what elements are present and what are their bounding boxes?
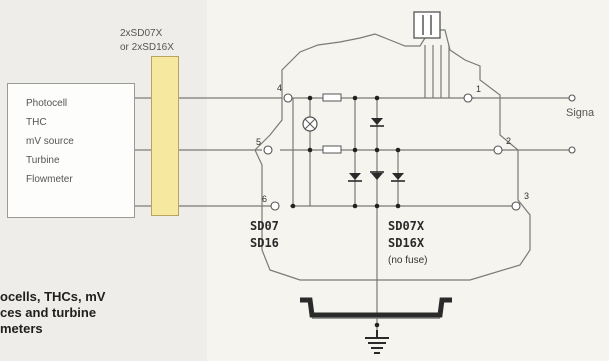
terminal-5 bbox=[263, 145, 273, 155]
terminal-3 bbox=[511, 201, 521, 211]
source-photocell: Photocell bbox=[26, 98, 68, 109]
source-turbine: Turbine bbox=[26, 155, 60, 166]
terminal-label-2: 2 bbox=[506, 136, 512, 146]
barrier-module bbox=[151, 56, 179, 216]
diode-1 bbox=[371, 118, 383, 125]
left-device-label: SD07 SD16 bbox=[250, 219, 279, 250]
din-rail bbox=[300, 297, 452, 318]
figure-caption: ocells, THCs, mV ces and turbine meters bbox=[0, 289, 106, 336]
diode-3 bbox=[371, 173, 383, 180]
signal-source-box: Photocell THC mV source Turbine Flowmete… bbox=[7, 83, 135, 218]
part-number-label: 2xSD07X or 2xSD16X bbox=[120, 28, 174, 53]
right-device-label: SD07X SD16X (no fuse) bbox=[388, 219, 428, 266]
output-terminal-1 bbox=[568, 94, 576, 102]
terminal-label-5: 5 bbox=[256, 137, 262, 147]
source-flowmeter: Flowmeter bbox=[26, 174, 73, 185]
terminal-label-3: 3 bbox=[524, 191, 530, 201]
signal-label: Signa bbox=[566, 107, 595, 119]
terminal-label-6: 6 bbox=[262, 194, 268, 204]
right-panel bbox=[207, 0, 609, 361]
terminal-4 bbox=[283, 93, 293, 103]
resistor-1 bbox=[322, 93, 342, 102]
terminal-label-1: 1 bbox=[476, 84, 482, 94]
terminal-2 bbox=[493, 145, 503, 155]
output-terminal-2 bbox=[568, 146, 576, 154]
resistor-2 bbox=[322, 145, 342, 154]
terminal-6 bbox=[270, 201, 280, 211]
device-housing bbox=[254, 29, 531, 281]
transformer-box bbox=[413, 11, 441, 39]
earth-icon bbox=[365, 330, 389, 354]
source-mv: mV source bbox=[26, 136, 74, 147]
source-thc: THC bbox=[26, 117, 47, 128]
diode-2 bbox=[349, 173, 361, 180]
diode-4 bbox=[392, 173, 404, 180]
terminal-1 bbox=[463, 93, 473, 103]
zener-diodes bbox=[348, 118, 405, 182]
terminal-label-4: 4 bbox=[277, 83, 283, 93]
